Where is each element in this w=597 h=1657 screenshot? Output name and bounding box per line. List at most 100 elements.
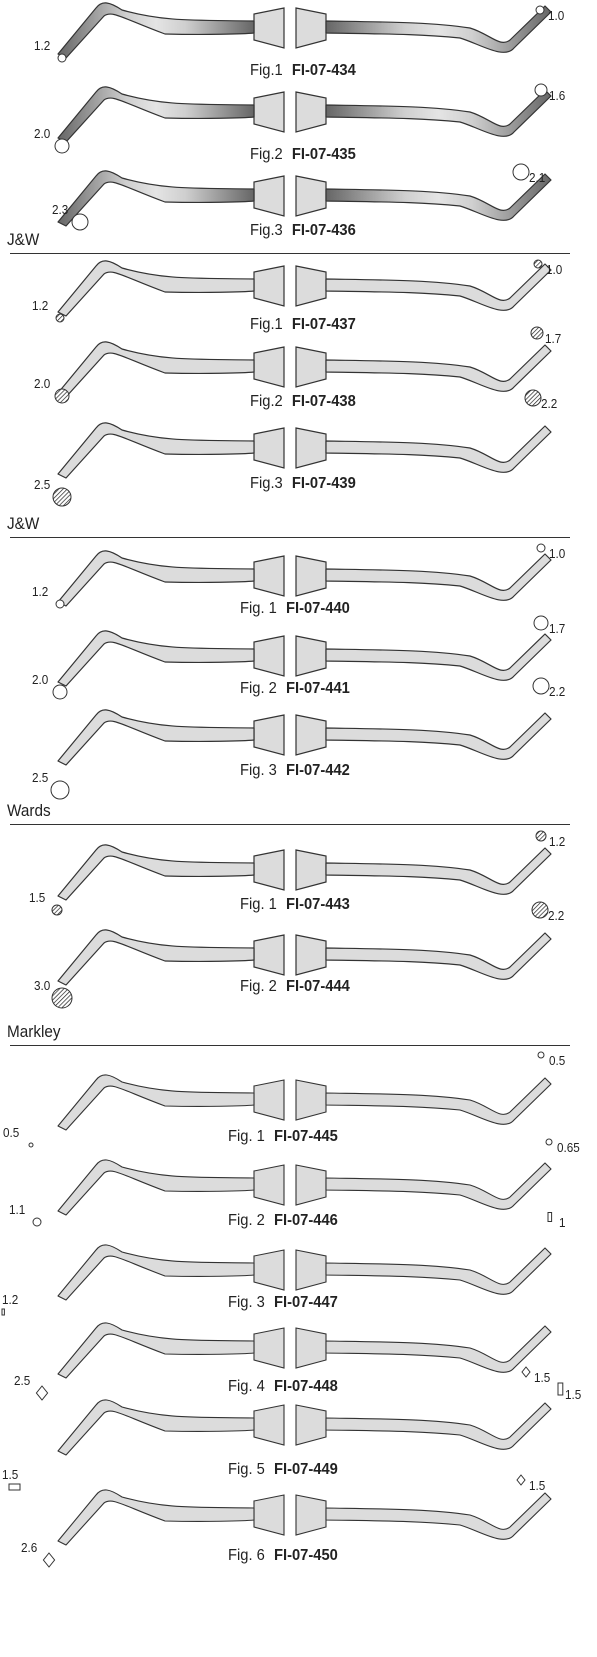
tip-marker	[54, 388, 70, 404]
product-code: FI-07-444	[286, 978, 350, 995]
section-label: J&W	[7, 514, 40, 533]
instrument-drawing	[57, 1489, 552, 1546]
instrument-drawing	[57, 1244, 552, 1301]
right-tip-size: 1.5	[565, 1387, 582, 1402]
figure-caption: Fig. 1 FI-07-440	[240, 600, 350, 618]
left-tip-size: 2.6	[21, 1540, 38, 1555]
product-code: FI-07-440	[286, 600, 350, 617]
right-tip-size: 1.7	[549, 621, 566, 636]
left-tip-size: 2.5	[34, 477, 51, 492]
left-tip-size: 1.5	[2, 1467, 19, 1482]
product-code: FI-07-446	[274, 1212, 338, 1229]
tip-marker	[52, 487, 72, 507]
figure-number: Fig. 2	[228, 1212, 265, 1229]
tip-marker	[530, 326, 544, 340]
figure-number: Fig. 6	[228, 1547, 265, 1564]
figure-number: Fig.2	[250, 146, 283, 163]
tip-marker	[55, 599, 65, 609]
instrument-drawing	[57, 844, 552, 901]
right-tip-size: 1.0	[548, 8, 565, 23]
left-tip-size: 2.0	[34, 376, 51, 391]
tip-marker	[51, 904, 63, 916]
product-code: FI-07-439	[291, 475, 356, 492]
left-tip-size: 1.5	[29, 890, 46, 905]
instrument-drawing	[57, 929, 552, 986]
instrument-drawing	[57, 86, 552, 143]
instrument-drawing	[57, 422, 552, 479]
right-tip-size: 1	[559, 1215, 566, 1230]
figure-number: Fig. 3	[228, 1294, 265, 1311]
product-code: FI-07-447	[274, 1294, 338, 1311]
figure-caption: Fig. 3 FI-07-447	[228, 1294, 338, 1312]
tip-marker	[536, 543, 546, 553]
product-code: FI-07-438	[291, 393, 356, 410]
figure-number: Fig. 3	[240, 762, 277, 779]
figure-number: Fig.1	[250, 316, 283, 333]
instrument-drawing	[57, 341, 552, 398]
tip-marker	[28, 1142, 34, 1148]
tip-marker	[533, 615, 549, 631]
left-tip-size: 1.2	[34, 38, 51, 53]
section-label: J&W	[7, 230, 40, 249]
tip-marker	[535, 830, 547, 842]
right-tip-size: 0.5	[549, 1053, 566, 1068]
left-tip-size: 2.5	[32, 770, 49, 785]
figure-number: Fig. 1	[240, 896, 277, 913]
figure-caption: Fig. 5 FI-07-449	[228, 1461, 338, 1479]
figure-number: Fig. 2	[240, 680, 277, 697]
product-code: FI-07-448	[274, 1378, 338, 1395]
figure-number: Fig. 5	[228, 1461, 265, 1478]
left-tip-size: 2.0	[32, 672, 49, 687]
product-code: FI-07-434	[291, 62, 356, 79]
tip-marker	[8, 1483, 21, 1491]
right-tip-size: 2.2	[541, 396, 558, 411]
section-divider	[10, 537, 570, 538]
tip-marker	[55, 313, 65, 323]
left-tip-size: 2.0	[34, 126, 51, 141]
section-label: Wards	[7, 801, 51, 820]
right-tip-size: 1.5	[529, 1478, 546, 1493]
left-tip-size: 1.2	[32, 298, 49, 313]
instrument-drawing	[57, 1399, 552, 1456]
tip-marker	[516, 1474, 526, 1486]
figure-number: Fig. 1	[240, 600, 277, 617]
section-divider	[10, 253, 570, 254]
tip-marker	[35, 1385, 49, 1401]
tip-marker	[524, 389, 542, 407]
section-label: Markley	[7, 1022, 61, 1041]
left-tip-size: 3.0	[34, 978, 51, 993]
tip-marker	[531, 901, 549, 919]
right-tip-size: 1.2	[549, 834, 566, 849]
product-code: FI-07-437	[291, 316, 356, 333]
right-tip-size: 1.5	[534, 1370, 551, 1385]
tip-marker	[547, 1212, 553, 1222]
tip-marker	[71, 213, 89, 231]
product-code: FI-07-450	[274, 1547, 338, 1564]
figure-number: Fig.3	[250, 475, 283, 492]
tip-marker	[52, 684, 68, 700]
product-code: FI-07-449	[274, 1461, 338, 1478]
figure-number: Fig. 2	[240, 978, 277, 995]
figure-caption: Fig.1 FI-07-437	[250, 316, 356, 334]
tip-marker	[557, 1382, 564, 1396]
tip-marker	[42, 1552, 56, 1568]
tip-marker	[534, 83, 548, 97]
figure-caption: Fig.2 FI-07-438	[250, 393, 356, 411]
tip-marker	[51, 987, 73, 1009]
left-tip-size: 1.1	[9, 1202, 26, 1217]
tip-marker	[32, 1217, 42, 1227]
figure-caption: Fig.3 FI-07-439	[250, 475, 356, 493]
left-tip-size: 2.3	[52, 202, 69, 217]
right-tip-size: 1.0	[546, 262, 563, 277]
instrument-drawing	[57, 630, 552, 687]
tip-marker	[545, 1138, 553, 1146]
right-tip-size: 1.6	[549, 88, 566, 103]
figure-number: Fig.2	[250, 393, 283, 410]
